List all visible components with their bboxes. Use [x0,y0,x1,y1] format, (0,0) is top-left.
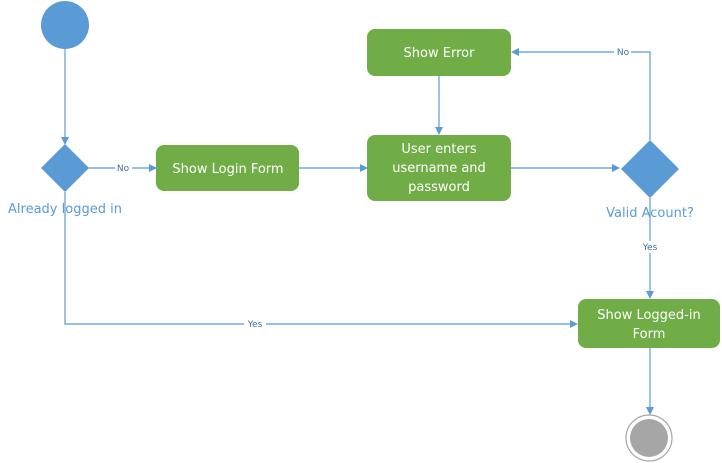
user-enters-label-line-3: password [408,180,470,195]
svg-text:Yes: Yes [642,243,658,253]
show-error-label: Show Error [404,46,476,61]
svg-text:No: No [617,48,630,58]
edge-label-decision-no: No [115,162,132,174]
show-error-node: Show Error [367,29,511,76]
show-logged-in-form-node: Show Logged-in Form [578,299,720,348]
svg-text:Yes: Yes [247,320,263,330]
edge-valid-no [511,48,651,140]
show-login-form-node: Show Login Form [156,145,299,191]
show-logged-in-label-line-2: Form [633,327,666,342]
user-enters-label-line-2: username and [392,161,486,176]
svg-text:No: No [117,164,130,174]
already-logged-in-decision [41,144,89,192]
start-node [41,1,89,49]
show-login-form-label: Show Login Form [172,162,283,177]
edge-label-decision-yes: Yes [244,318,266,330]
user-enters-credentials-node: User enters username and password [367,135,511,201]
edge-label-valid-yes: Yes [639,241,661,253]
edge-label-valid-no: No [614,46,631,58]
show-logged-in-label-line-1: Show Logged-in [597,308,700,323]
end-node [625,414,673,462]
user-enters-label-line-1: User enters [401,142,476,157]
already-logged-in-label: Already logged in [8,202,122,217]
valid-account-decision [621,140,679,198]
valid-account-label: Valid Acount? [606,206,694,221]
edge-decision-yes [64,192,578,328]
